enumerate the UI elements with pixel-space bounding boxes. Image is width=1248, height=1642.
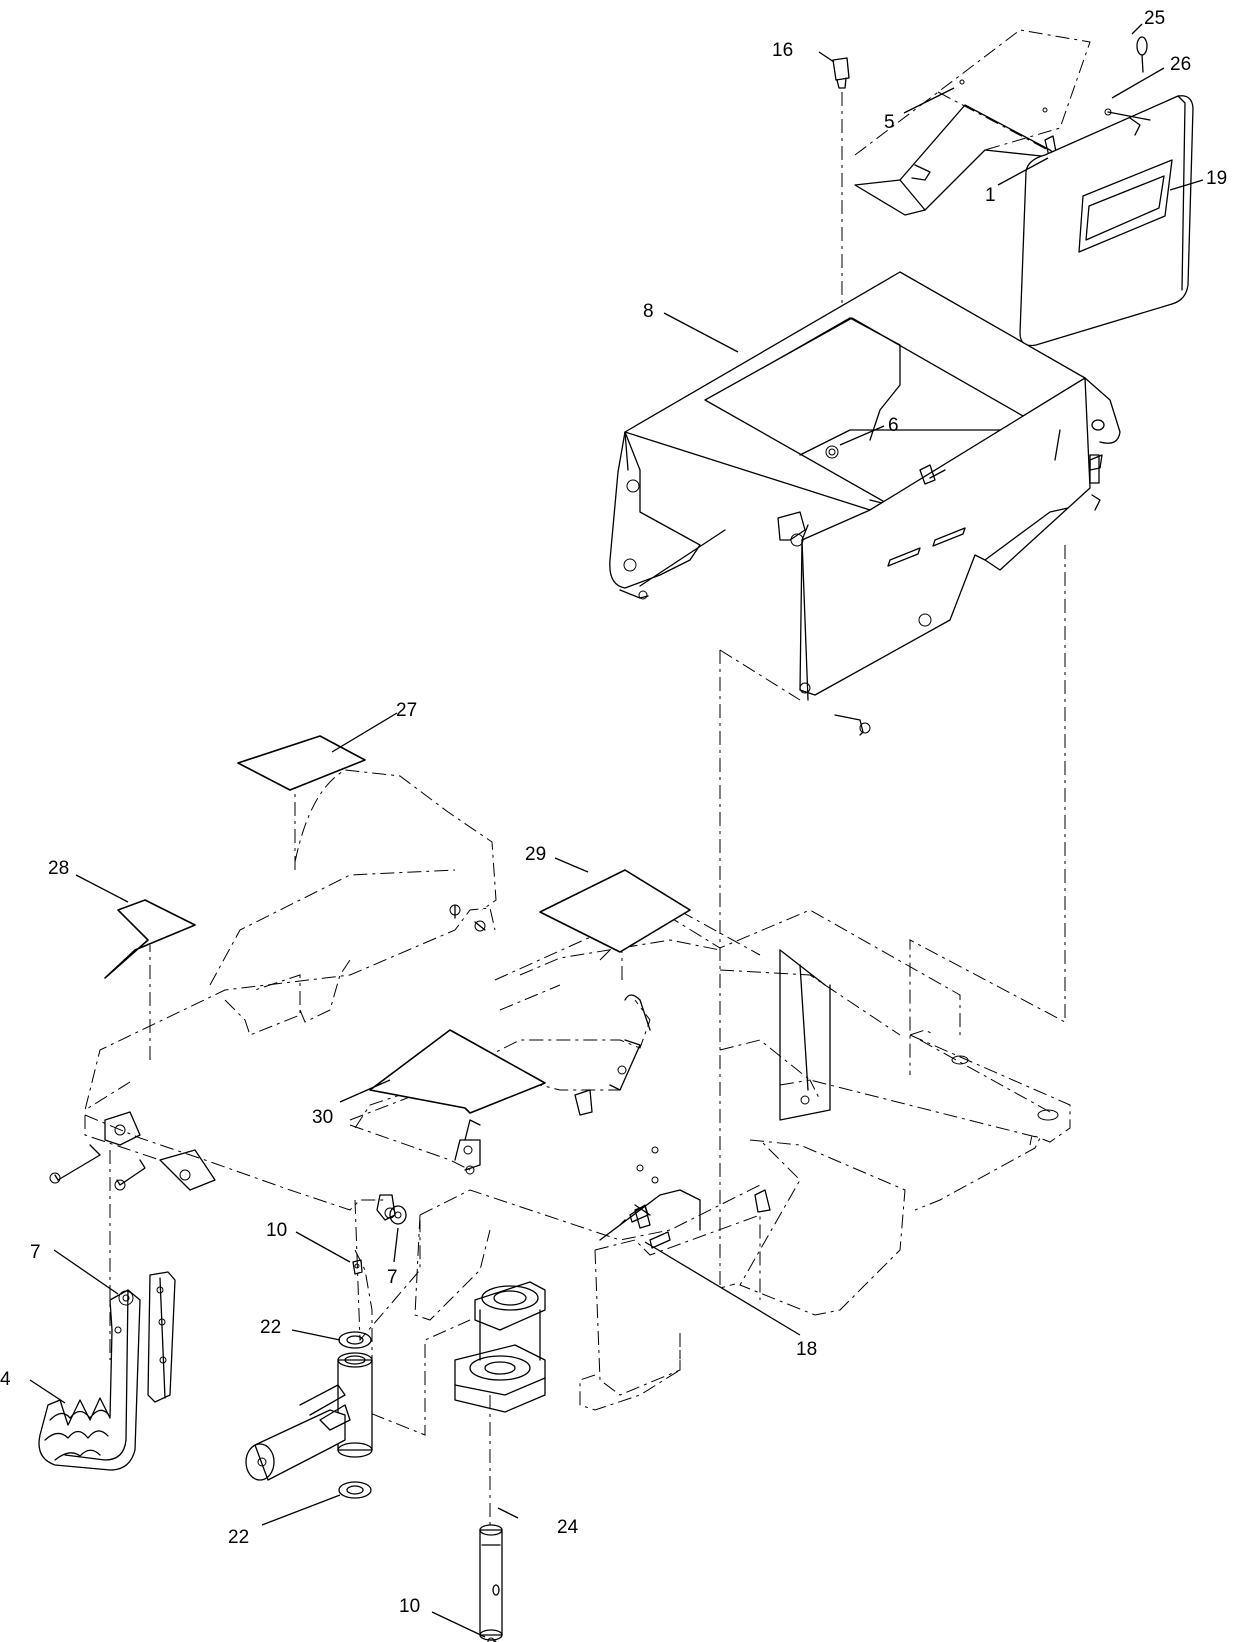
callout-labels: 25 16 26 5 1 19 8 6 27 28 29 30 10 7 7 2… [0, 8, 1227, 1617]
callout-6: 6 [888, 415, 899, 436]
callout-8: 8 [643, 301, 654, 322]
console-part-8 [609, 271, 1121, 736]
callout-24: 24 [557, 1517, 579, 1538]
grease-fitting-part-10-lower [487, 1637, 497, 1642]
align-line [719, 649, 801, 701]
callout-30: 30 [312, 1107, 333, 1128]
callout-22-lower: 22 [228, 1527, 249, 1548]
foot-step-part-4 [38, 1271, 176, 1471]
callout-28: 28 [48, 858, 69, 879]
decal-part-29 [539, 869, 691, 953]
washer-part-7 [389, 1205, 407, 1225]
callout-5: 5 [884, 112, 895, 133]
callout-10-upper: 10 [266, 1220, 287, 1241]
callout-4: 4 [0, 1369, 11, 1390]
callout-22-upper: 22 [260, 1317, 281, 1338]
spindle-housing [245, 1331, 373, 1499]
align-line [719, 650, 736, 1289]
decal-part-30 [369, 1029, 546, 1114]
callout-27: 27 [396, 700, 417, 721]
callout-29: 29 [525, 844, 546, 865]
callout-19: 19 [1206, 168, 1227, 189]
pin-part-24 [479, 1524, 503, 1641]
decal-part-27 [237, 735, 366, 791]
clip-part-18 [634, 1204, 651, 1216]
callout-18: 18 [796, 1339, 817, 1360]
callout-10-lower: 10 [399, 1596, 420, 1617]
cover-part-19 [1019, 36, 1194, 347]
callout-1: 1 [985, 185, 996, 206]
callout-26: 26 [1170, 54, 1191, 75]
callout-7-left: 7 [30, 1242, 41, 1263]
leader-lines [29, 23, 1204, 1638]
callout-7-center: 7 [387, 1267, 398, 1288]
decal-part-28 [104, 899, 196, 979]
grease-fitting-part-10-upper [352, 1259, 363, 1275]
callout-25: 25 [1144, 8, 1165, 29]
main-frame [49, 769, 1071, 1413]
callout-16: 16 [772, 40, 793, 61]
align-line [349, 1249, 471, 1436]
